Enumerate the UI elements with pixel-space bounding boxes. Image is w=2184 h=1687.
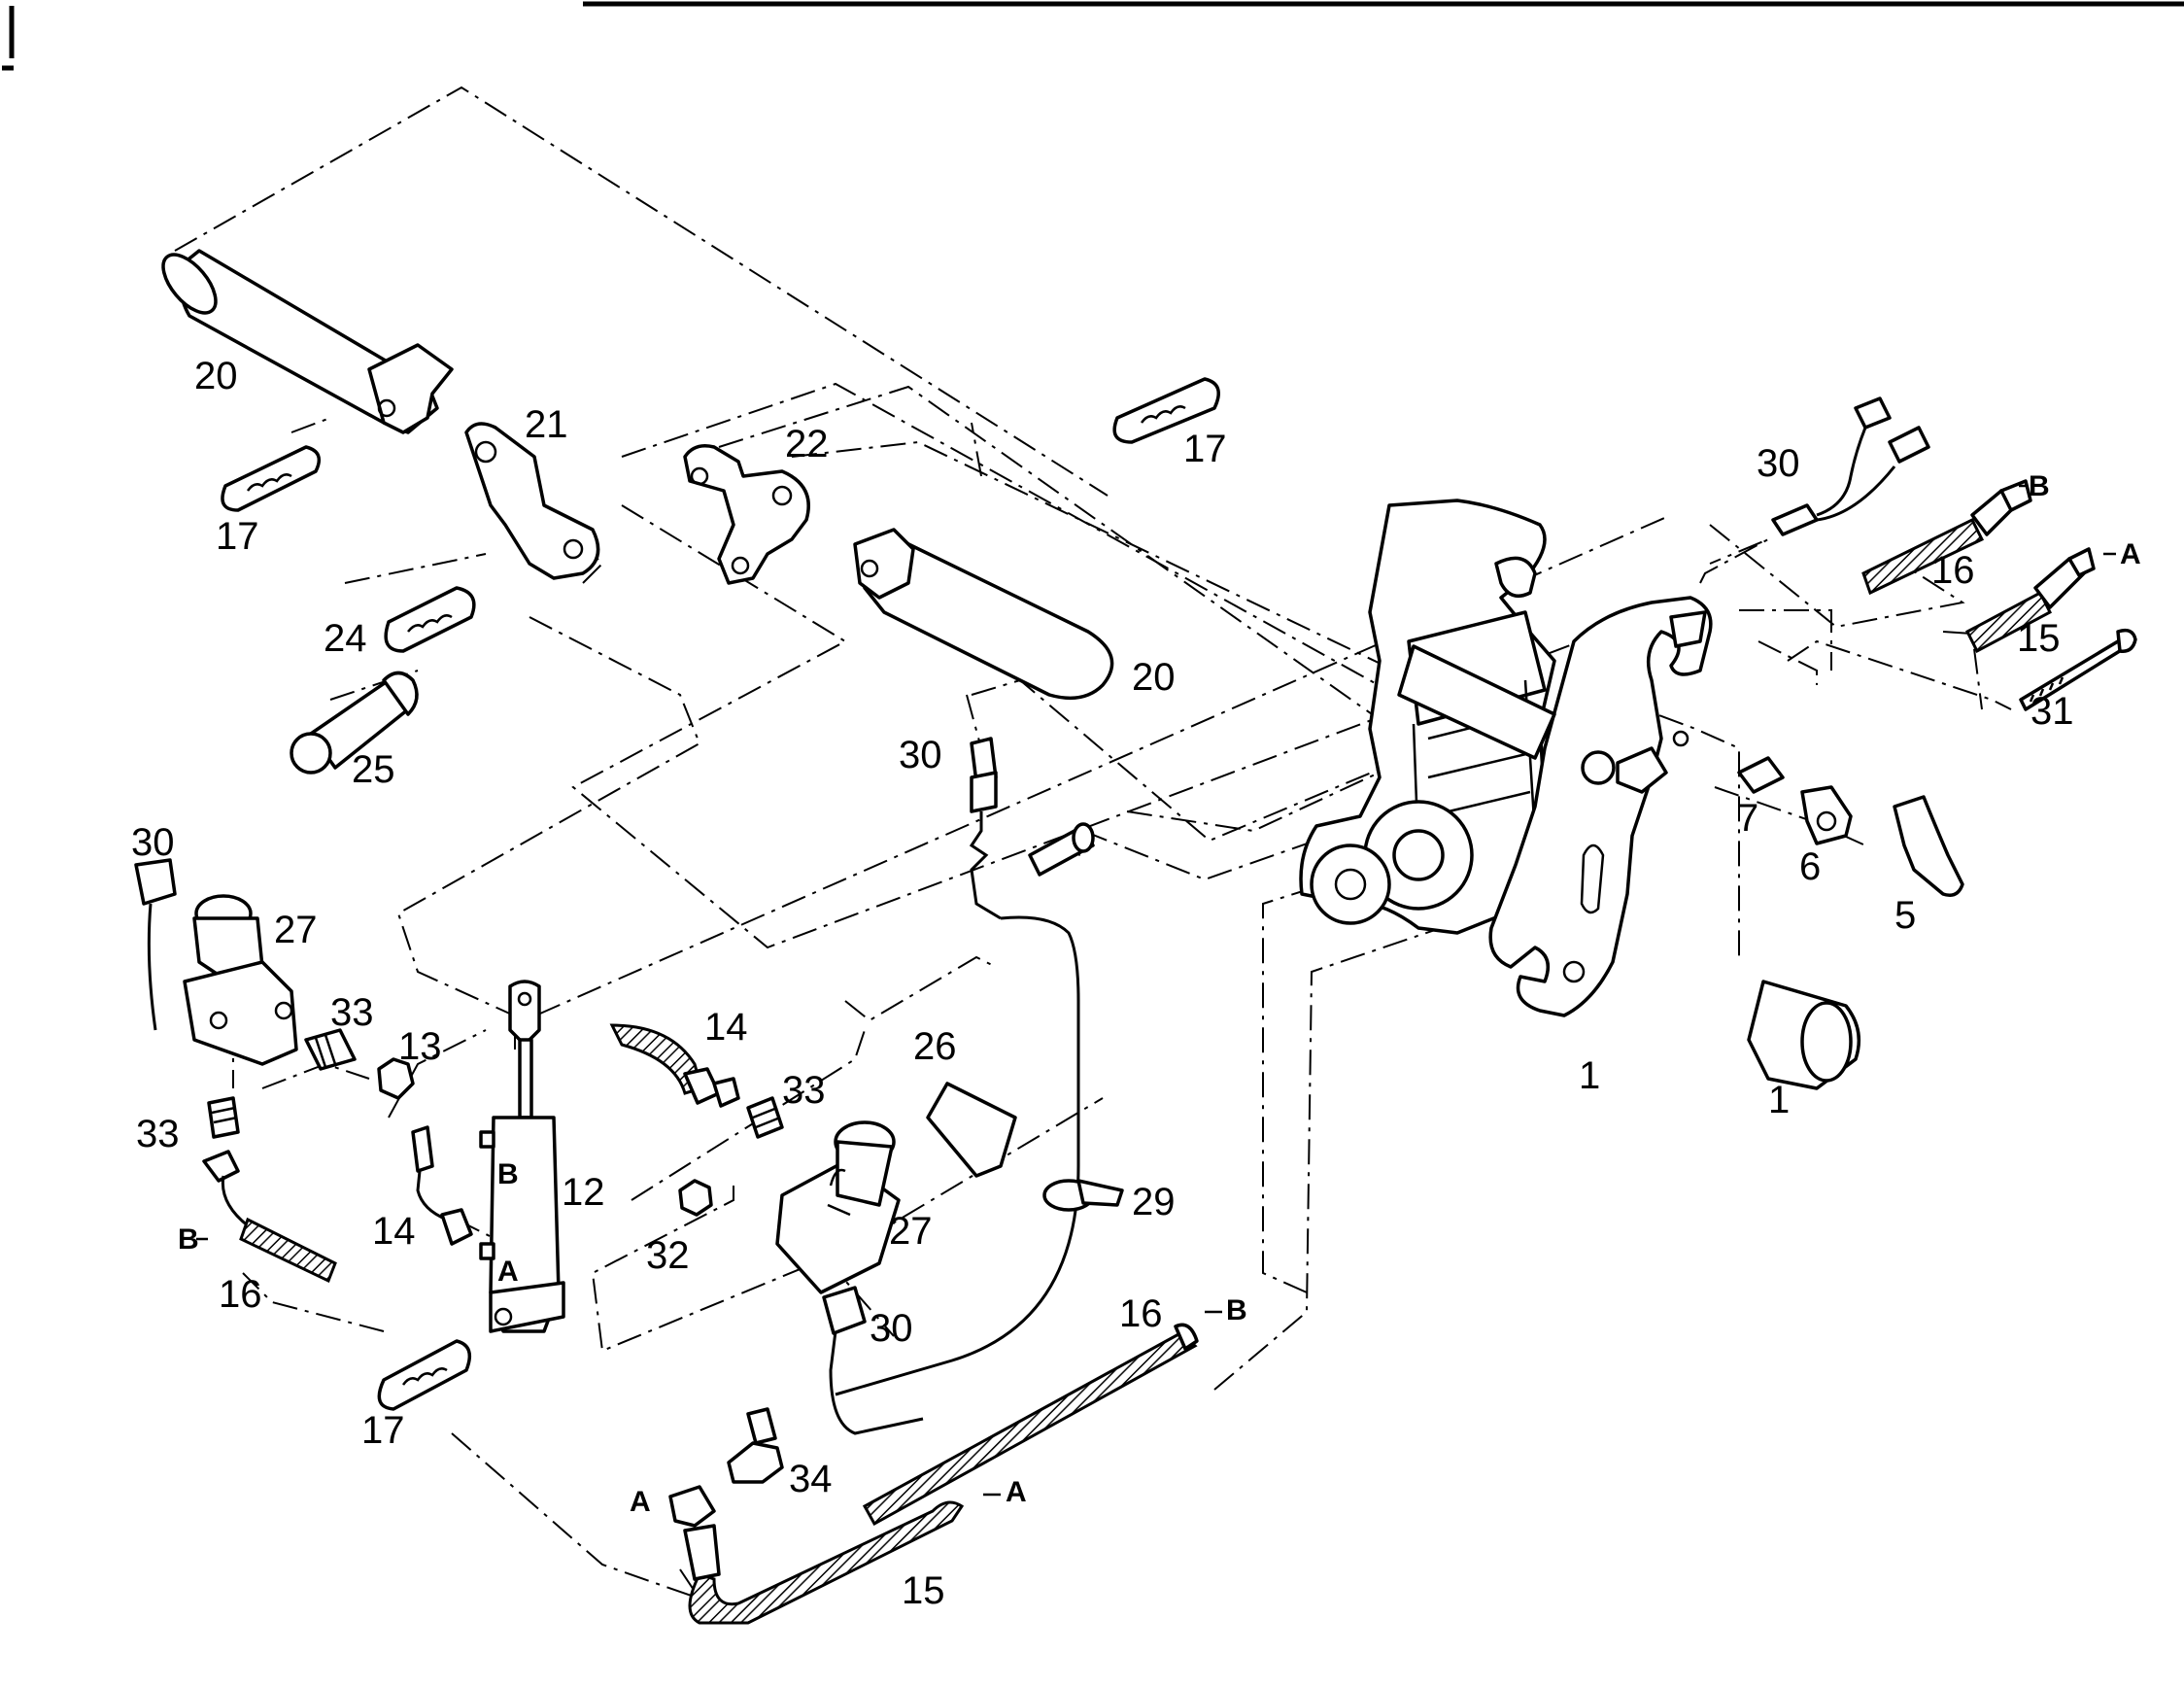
connector-30-bottom: [822, 1286, 924, 1435]
port-mark: A: [1006, 1476, 1027, 1508]
callout-label: 20: [1132, 656, 1176, 699]
callout-label: 30: [1757, 442, 1800, 485]
hose-fitting-16-B: [1861, 479, 2032, 596]
callout-label: 7: [1737, 797, 1758, 840]
main-lever-1: [1488, 596, 1713, 1017]
solenoid-valve-27-left: [183, 894, 298, 1066]
hose-14-center: [609, 1023, 740, 1108]
port-mark: B: [497, 1158, 519, 1190]
fitting-33-center: [746, 1096, 784, 1139]
hydraulic-cylinder-12: [479, 980, 565, 1333]
hose-fitting-15-A: [1965, 547, 2096, 654]
sensor-30-center: [835, 737, 1095, 1396]
assembly-chain-lines: [174, 86, 2012, 1601]
solenoid-valve-27-center: [775, 1120, 901, 1294]
callout-label: 22: [785, 423, 829, 465]
plate-5: [1893, 795, 1964, 897]
callout-label: 30: [131, 821, 175, 864]
sensor-30-upper-right: [1771, 396, 1930, 536]
fitting-34: [727, 1407, 784, 1484]
callout-label: 1: [1768, 1079, 1790, 1121]
callout-label: 16: [1119, 1292, 1163, 1335]
pin-17-bottom: [377, 1339, 472, 1411]
callout-label: 17: [361, 1409, 405, 1452]
callout-label: 31: [2030, 690, 2074, 733]
hose-14-left: [411, 1125, 473, 1246]
callout-label: 20: [194, 355, 238, 397]
callout-label: 24: [324, 617, 367, 660]
hose-15-long: [668, 1485, 965, 1625]
hose-16-left: [202, 1150, 337, 1284]
callout-label: 14: [704, 1006, 748, 1049]
callout-label: 30: [870, 1307, 913, 1350]
callout-label: 5: [1894, 894, 1916, 937]
callout-label: 33: [136, 1113, 180, 1155]
callout-labels: 20 21 17 22 17 24 20 25 30 30 16 15 31 7…: [131, 355, 2074, 1612]
hose-clip-29: [1042, 1179, 1124, 1212]
callout-label: 30: [899, 734, 942, 776]
callout-label: 27: [889, 1210, 933, 1253]
callout-label: 13: [398, 1025, 442, 1068]
nut-13: [377, 1057, 415, 1100]
callout-label: 34: [789, 1458, 833, 1500]
port-letter-marks: B A B A B B A A: [178, 470, 2141, 1518]
callout-label: 17: [1183, 428, 1227, 470]
bolt-25: [290, 671, 419, 775]
port-mark: B: [1226, 1294, 1247, 1326]
spacer-7: [1737, 756, 1785, 794]
frame-corner-mark: [2, 6, 15, 71]
connector-30-left: [134, 858, 177, 1031]
port-mark: B: [2029, 470, 2050, 502]
callout-label: 33: [330, 991, 374, 1034]
callout-label: 32: [646, 1234, 690, 1277]
callout-label: 16: [219, 1273, 262, 1316]
callout-label: 14: [372, 1210, 416, 1253]
hydraulic-cylinder-20-lower: [853, 528, 1114, 701]
bushing-1: [1747, 980, 1861, 1090]
callout-label: 17: [216, 515, 259, 558]
bolt-31: [2019, 628, 2137, 711]
callout-label: 33: [782, 1069, 826, 1112]
bracket-21: [464, 422, 600, 580]
fitting-33-left-side: [304, 1028, 357, 1071]
port-mark: A: [2120, 538, 2141, 570]
clip-6: [1800, 785, 1853, 845]
nut-32: [678, 1179, 713, 1217]
callout-label: 25: [352, 748, 395, 791]
port-mark: A: [630, 1486, 651, 1518]
fitting-33-left-bottom: [207, 1096, 240, 1139]
pin-17-right: [1112, 377, 1220, 444]
pin-24: [384, 586, 476, 653]
pin-17-left: [221, 445, 322, 512]
bracket-22: [683, 444, 810, 585]
callout-label: 21: [525, 403, 568, 446]
callout-label: 16: [1931, 549, 1975, 592]
port-mark: B: [178, 1223, 199, 1256]
callout-label: 12: [562, 1171, 605, 1214]
port-leader-ticks: [196, 484, 2116, 1497]
callout-label: 26: [913, 1025, 957, 1068]
hose-16-long: [862, 1323, 1199, 1527]
port-mark: A: [497, 1256, 519, 1288]
callout-label: 27: [274, 909, 318, 951]
callout-label: 15: [2017, 617, 2061, 660]
callout-label: 29: [1132, 1181, 1176, 1223]
callout-label: 15: [902, 1569, 945, 1612]
callout-label: 1: [1579, 1054, 1600, 1097]
callout-label: 6: [1799, 845, 1821, 888]
hydraulic-cylinder-20-upper: [161, 249, 454, 434]
plate-26: [926, 1082, 1017, 1178]
shaft-tube: [1397, 644, 1668, 794]
